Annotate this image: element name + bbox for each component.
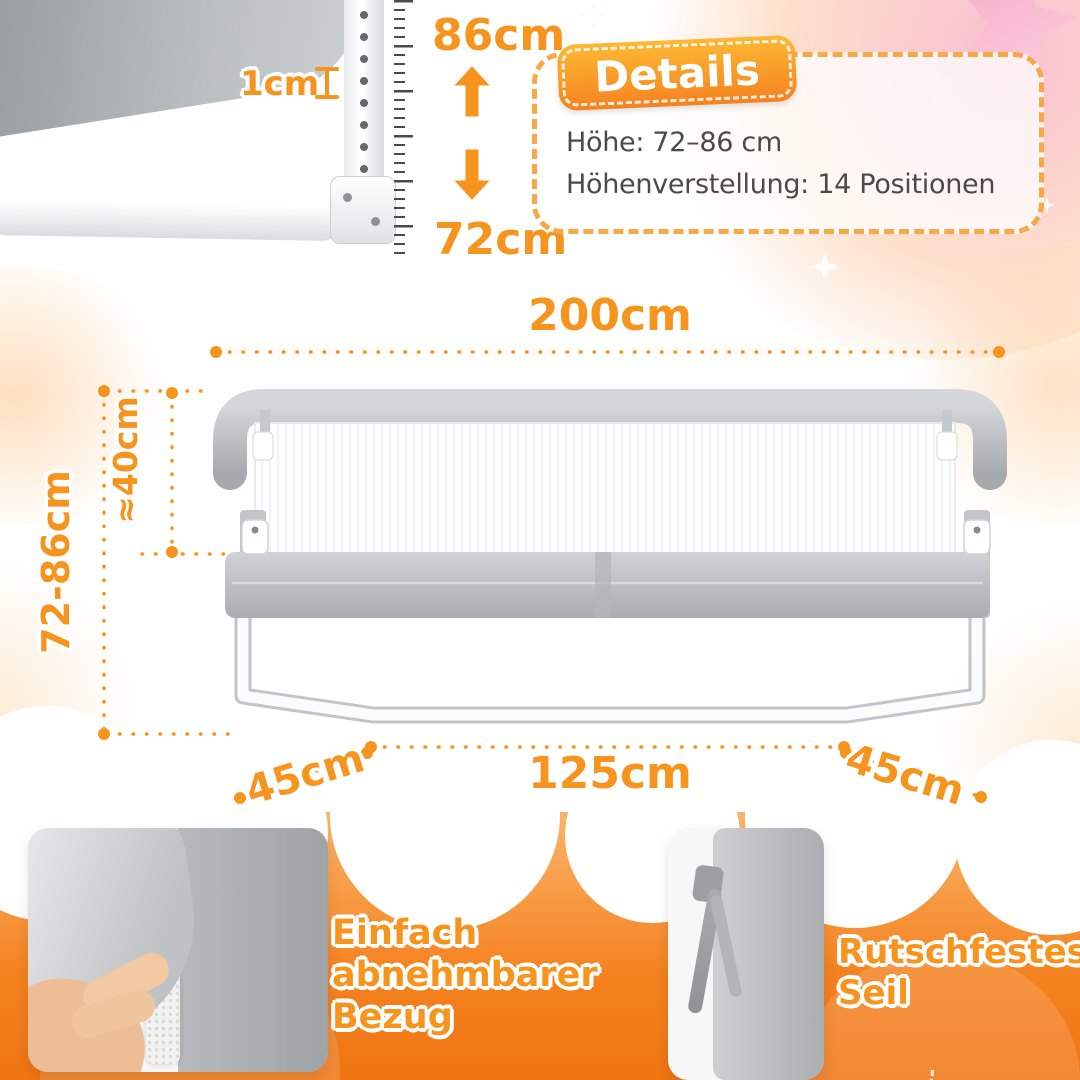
removable-cover-label: Einfach abnehmbarer Bezug <box>332 913 598 1037</box>
screw-icon <box>343 193 352 202</box>
screw-icon <box>371 217 380 226</box>
adjustment-post <box>344 0 384 205</box>
frame-legs <box>237 594 983 721</box>
lock-button-left <box>241 519 269 555</box>
anti-slip-strap-label: Rutschfestes Seil <box>838 932 1080 1013</box>
max-height-label: 86cm <box>432 10 566 61</box>
mesh-height-dimension-label: ≈40cm <box>106 396 145 524</box>
width-dimension-label: 200cm <box>528 290 692 341</box>
center-strap <box>595 552 611 618</box>
clamp-joint <box>330 176 396 244</box>
anti-slip-strap-photo <box>668 828 824 1080</box>
left-clip <box>252 431 274 461</box>
height-adjustment-closeup: 1cm 86cm 72cm <box>0 0 567 280</box>
ruler-scale <box>394 0 422 258</box>
lock-button-right <box>963 519 991 555</box>
dimension-endpoints <box>98 346 1005 804</box>
total-height-dimension-label: 72-86cm <box>34 470 78 654</box>
base-center-dimension-label: 125cm <box>528 748 692 799</box>
hole-gap-label: 1cm <box>240 64 320 104</box>
dashed-arc-decoration <box>866 1068 934 1080</box>
left-clip-strap <box>260 410 270 442</box>
mesh-panel <box>254 422 956 556</box>
adjustment-holes <box>344 6 384 176</box>
cloud-shape <box>330 700 560 930</box>
arrow-down-icon <box>449 146 495 204</box>
gap-bracket-icon <box>315 67 339 99</box>
base-left-dimension-line <box>238 751 369 800</box>
arrow-up-icon <box>449 62 495 120</box>
cover-gray-panel <box>178 828 328 1072</box>
removable-cover-photo <box>28 828 328 1072</box>
